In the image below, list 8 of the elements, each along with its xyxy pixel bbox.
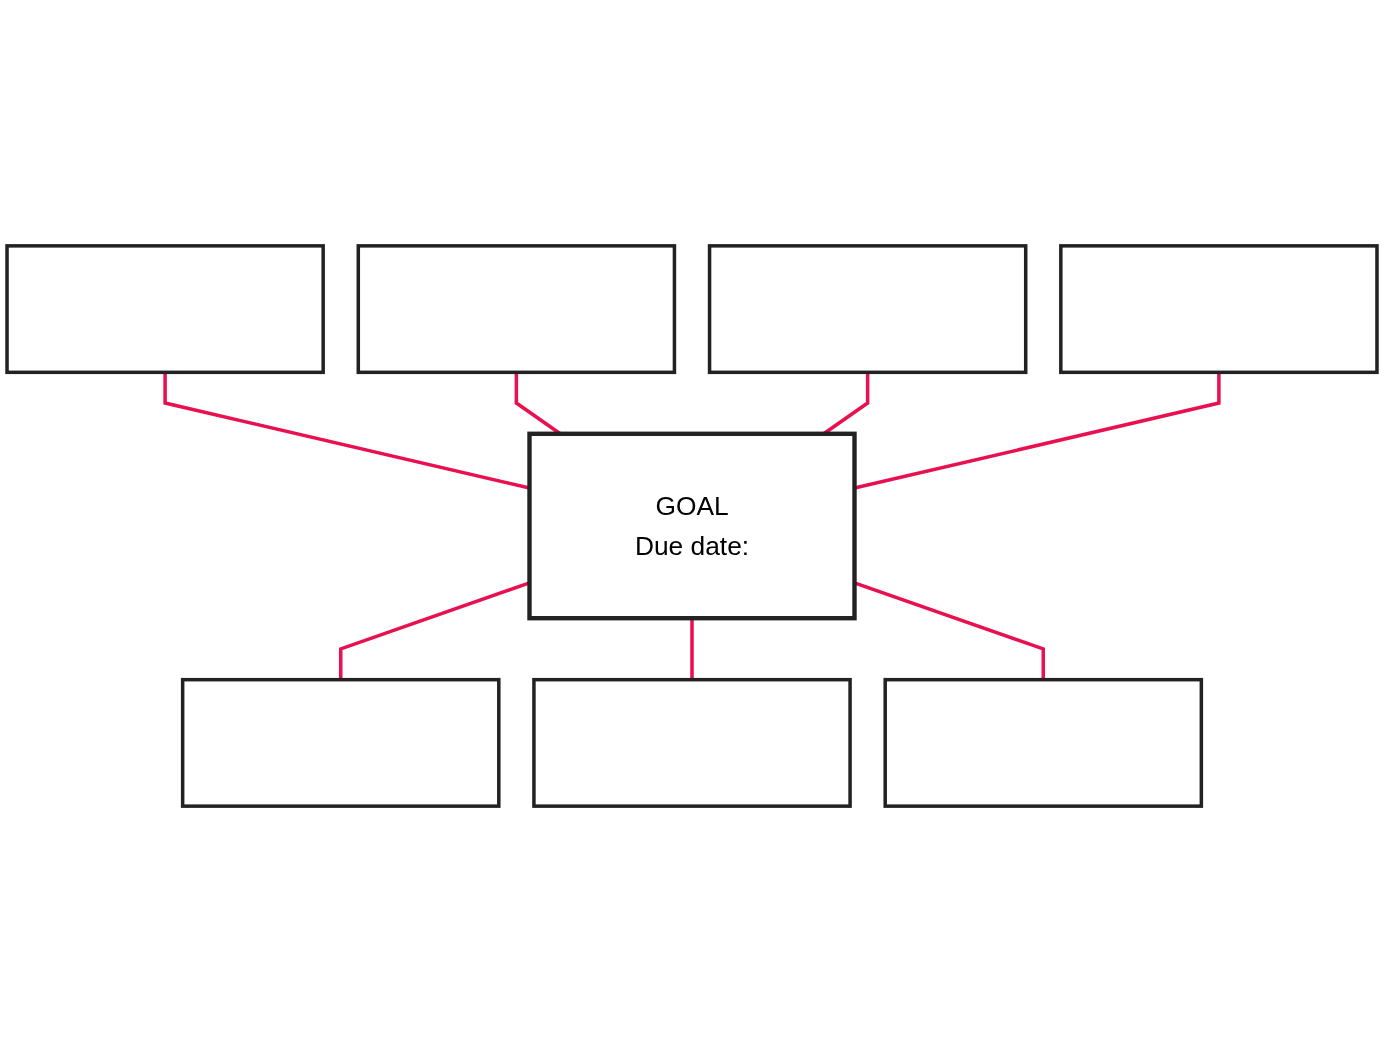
node-box (707, 243, 1028, 374)
node-box (5, 243, 325, 374)
node-box (356, 243, 677, 374)
node-box (180, 677, 501, 808)
node-box (883, 677, 1204, 808)
node-box (1059, 243, 1379, 374)
node-box (532, 677, 852, 808)
node-box: GOAL Due date: (527, 431, 857, 620)
